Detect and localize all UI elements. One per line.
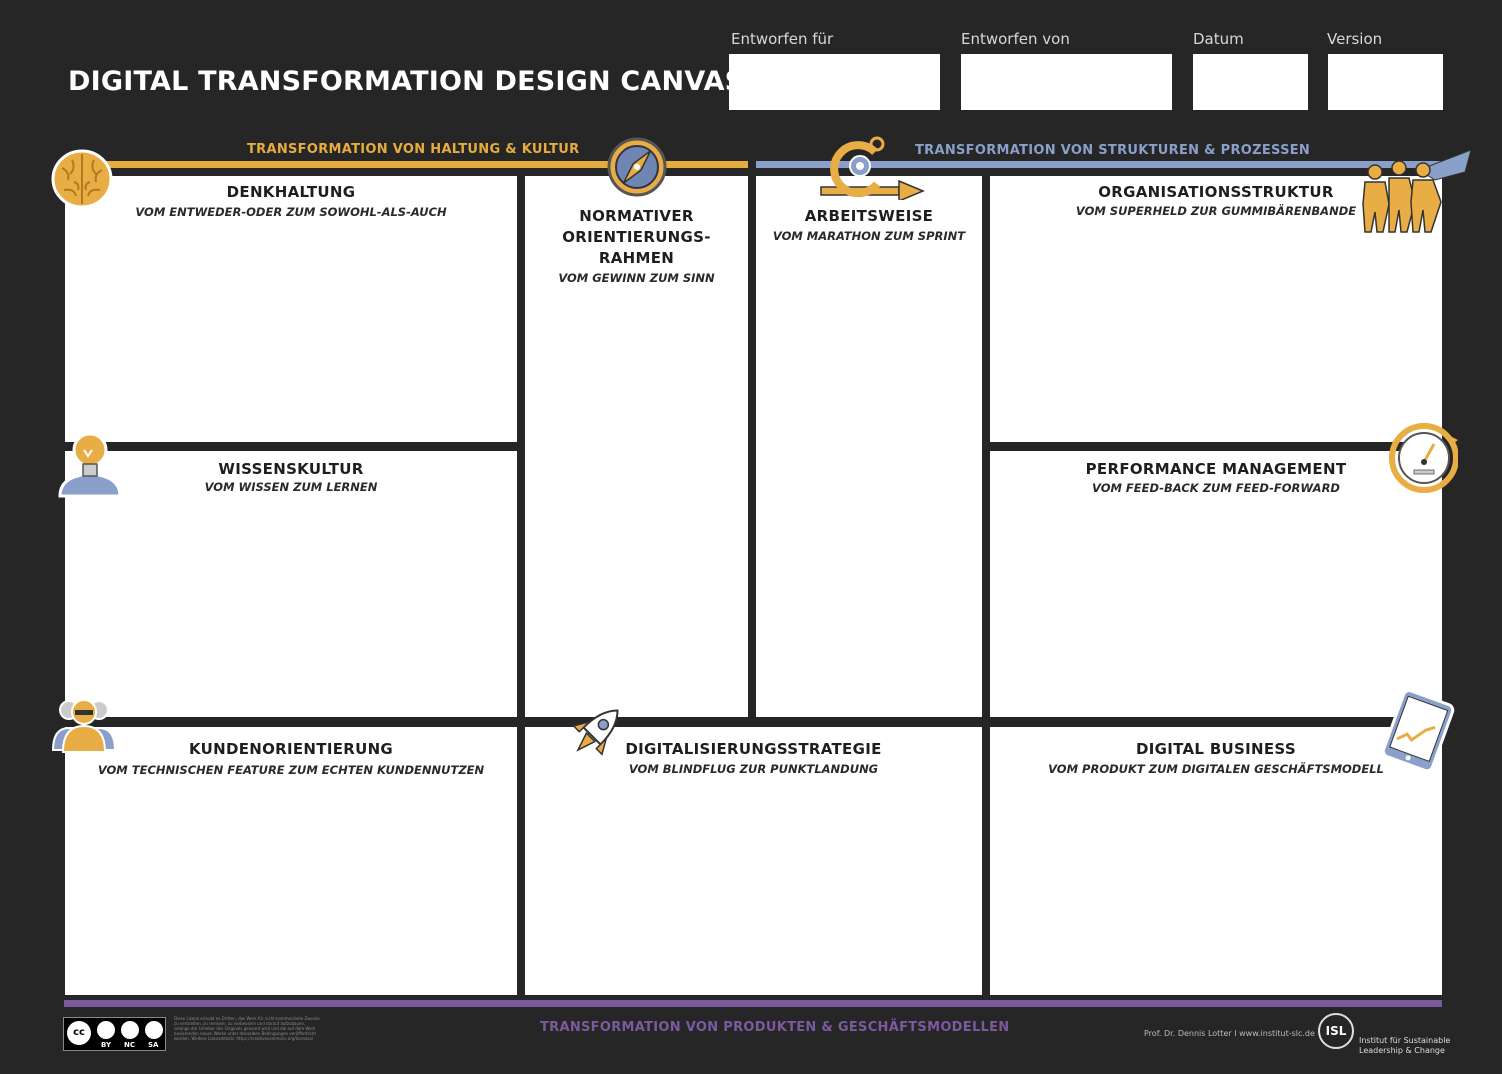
license-badge: cc BY NC SA [63,1017,166,1051]
cc-icon: cc [67,1021,91,1045]
designed-by-label: Entworfen von [961,30,1070,48]
superhero-group-icon [1362,150,1472,233]
date-field[interactable] [1193,54,1308,110]
panel-performance[interactable]: PERFORMANCE MANAGEMENT VOM FEED-BACK ZUM… [990,451,1442,717]
nc-icon [121,1021,139,1039]
panel-subtitle: VOM PRODUKT ZUM DIGITALEN GESCHÄFTSMODEL… [1048,762,1384,776]
license-sa-label: SA [148,1041,159,1049]
compass-icon [607,137,667,197]
sa-icon [145,1021,163,1039]
products-band [64,1000,1442,1007]
panel-arbeitsweise[interactable]: ARBEITSWEISE VOM MARATHON ZUM SPRINT [756,176,982,717]
version-label: Version [1327,30,1383,48]
panel-title: KUNDENORIENTIERUNG [188,740,394,758]
license-text: Diese Lizenz erlaubt es Dritten, das Wer… [174,1016,320,1041]
panel-digitalisierung[interactable]: DIGITALISIERUNGSSTRATEGIE VOM BLINDFLUG … [525,727,982,995]
by-icon [97,1021,115,1039]
panel-title: WISSENSKULTUR [218,460,364,478]
panel-subtitle: VOM FEED-BACK ZUM FEED-FORWARD [1092,481,1340,495]
designed-for-label: Entworfen für [731,30,834,48]
tablet-icon [1381,690,1455,772]
institute-name-line-2: Leadership & Change [1359,1046,1445,1055]
author-credit: Prof. Dr. Dennis Lotter I www.institut-s… [1144,1029,1315,1038]
rocket-icon [572,709,619,756]
panel-title: ARBEITSWEISE [804,207,934,225]
panel-subtitle: VOM GEWINN ZUM SINN [558,271,715,285]
panel-subtitle: VOM TECHNISCHEN FEATURE ZUM ECHTEN KUNDE… [97,763,485,777]
canvas-title: DIGITAL TRANSFORMATION DESIGN CANVAS [68,66,745,97]
panel-subtitle: VOM WISSEN ZUM LERNEN [204,480,378,494]
license-by-label: BY [101,1041,112,1049]
panel-normativ[interactable]: NORMATIVER ORIENTIERUNGS- RAHMEN VOM GEW… [525,176,748,717]
designed-for-field[interactable] [729,54,940,110]
products-band-label: TRANSFORMATION VON PRODUKTEN & GESCHÄFTS… [540,1020,1010,1035]
panel-kundenorientierung[interactable]: KUNDENORIENTIERUNG VOM TECHNISCHEN FEATU… [65,727,517,995]
isl-logo: ISL [1318,1013,1354,1049]
panel-title: DIGITAL BUSINESS [1136,740,1296,758]
structures-band-label: TRANSFORMATION VON STRUKTUREN & PROZESSE… [915,143,1311,158]
panel-title-line-1: NORMATIVER [579,207,694,225]
panel-title-line-3: RAHMEN [598,249,675,267]
designed-by-field[interactable] [961,54,1172,110]
date-label: Datum [1193,30,1244,48]
panel-denkhaltung[interactable]: DENKHALTUNG VOM ENTWEDER-ODER ZUM SOWOHL… [65,176,517,442]
panel-title: ORGANISATIONSSTRUKTUR [1098,183,1334,201]
panel-organisation[interactable]: ORGANISATIONSSTRUKTUR VOM SUPERHELD ZUR … [990,176,1442,442]
brain-icon [51,149,113,209]
panel-title-line-2: ORIENTIERUNGS- [562,228,711,246]
gauge-icon [1389,423,1458,493]
panel-subtitle: VOM BLINDFLUG ZUR PUNKTLANDUNG [628,762,879,776]
panel-title: DENKHALTUNG [226,183,356,201]
institute-name-line-1: Institut für Sustainable [1359,1036,1451,1045]
license-nc-label: NC [124,1041,135,1049]
panel-subtitle: VOM SUPERHELD ZUR GUMMIBÄRENBANDE [1075,204,1357,218]
panel-business[interactable]: DIGITAL BUSINESS VOM PRODUKT ZUM DIGITAL… [990,727,1442,995]
lightbulb-head-icon [58,432,122,498]
team-icon [51,699,117,753]
panel-title: PERFORMANCE MANAGEMENT [1085,460,1347,478]
panel-wissenskultur[interactable]: WISSENSKULTUR VOM WISSEN ZUM LERNEN [65,451,517,717]
version-field[interactable] [1328,54,1443,110]
sprint-cycle-icon [820,136,925,200]
panel-title: DIGITALISIERUNGSSTRATEGIE [625,740,882,758]
culture-band-label: TRANSFORMATION VON HALTUNG & KULTUR [247,142,580,157]
structures-band [756,161,1442,168]
panel-subtitle: VOM MARATHON ZUM SPRINT [772,229,966,243]
panel-subtitle: VOM ENTWEDER-ODER ZUM SOWOHL-ALS-AUCH [135,205,447,219]
culture-band [64,161,748,168]
